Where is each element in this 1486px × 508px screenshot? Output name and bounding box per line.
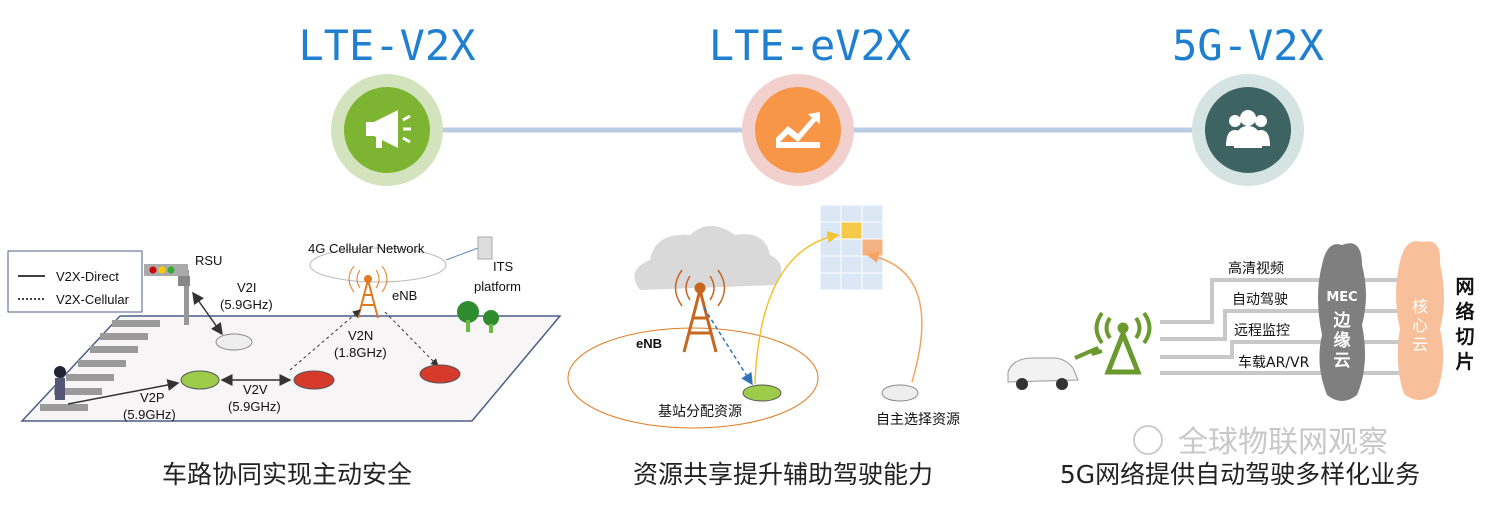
slicing-char: 片 <box>1455 350 1474 373</box>
v2v-freq: (5.9GHz) <box>228 399 281 414</box>
resource-block <box>819 255 842 274</box>
v2v-label: V2V <box>243 382 268 397</box>
stage-circle-lte-v2x <box>331 74 443 186</box>
edge-cloud-char: 云 <box>1334 351 1351 371</box>
stage-circle-lte-ev2x <box>742 74 854 186</box>
watermark-text: 全球物联网观察 <box>1178 425 1388 460</box>
resource-block <box>840 221 863 240</box>
enb-label-2: eNB <box>636 336 662 351</box>
users-icon <box>1226 110 1270 148</box>
service-autonomous-driving: 自动驾驶 <box>1232 292 1288 308</box>
v2i-label: V2I <box>237 280 257 295</box>
enb-tower-icon <box>348 265 388 319</box>
v2p-label: V2P <box>140 390 165 405</box>
edge-cloud-char: 缘 <box>1334 330 1351 351</box>
resource-grid <box>819 204 884 291</box>
service-ar-vr: 车载AR/VR <box>1238 354 1310 371</box>
slicing-char: 网 <box>1455 276 1474 298</box>
caption-5g-v2x: 5G网络提供自动驾驶多样化业务 <box>1060 460 1420 489</box>
core-cloud <box>1396 241 1444 400</box>
legend-cellular: V2X-Cellular <box>56 292 130 307</box>
car-white-5g <box>1007 357 1079 390</box>
service-hd-video: 高清视频 <box>1228 260 1284 277</box>
megaphone-icon <box>366 110 411 148</box>
enb-tower-icon <box>674 269 726 353</box>
lte-ev2x-scene: eNB 基站分配资源 自主选择资源 <box>567 204 960 429</box>
car-white <box>215 333 253 351</box>
lightning-icon <box>1074 346 1103 360</box>
lte-v2x-scene: V2X-Direct V2X-Cellular RSU 4G Cellular … <box>7 236 562 422</box>
car-white-ev2x <box>881 384 919 402</box>
stage-circle-5g-v2x <box>1192 74 1304 186</box>
car-red-2 <box>419 364 461 384</box>
mec-edge-cloud <box>1318 243 1366 401</box>
caption-lte-v2x: 车路协同实现主动安全 <box>162 460 412 489</box>
cloud <box>634 226 782 290</box>
resource-block <box>819 272 842 291</box>
legend-box <box>7 250 143 313</box>
slicing-char: 切 <box>1455 326 1474 348</box>
self-select-label: 自主选择资源 <box>876 412 960 428</box>
tree-icon <box>457 301 499 333</box>
stage-title-lte-v2x: LTE-V2X <box>298 21 475 70</box>
wechat-icon <box>1133 425 1163 455</box>
5g-tower-icon <box>1094 311 1152 375</box>
v2n-label: V2N <box>348 328 373 343</box>
resource-block <box>819 204 842 223</box>
v2n-freq: (1.8GHz) <box>334 345 387 360</box>
v2p-freq: (5.9GHz) <box>123 407 176 422</box>
cellular-network-cloud <box>309 247 447 283</box>
chart-growth-icon <box>776 112 820 148</box>
resource-block <box>861 272 884 291</box>
resource-block <box>840 238 863 257</box>
resource-block <box>840 255 863 274</box>
stage-title-lte-ev2x: LTE-eV2X <box>709 21 911 70</box>
legend-direct: V2X-Direct <box>56 269 119 284</box>
resource-block <box>861 238 884 257</box>
service-remote-monitoring: 远程监控 <box>1234 323 1290 339</box>
rsu-label: RSU <box>195 253 222 268</box>
core-cloud-char: 云 <box>1412 335 1428 354</box>
coverage-ellipse <box>567 327 819 429</box>
resource-block <box>819 238 842 257</box>
resource-block <box>840 272 863 291</box>
watermark: 全球物联网观察 <box>1133 425 1388 460</box>
caption-lte-ev2x: 资源共享提升辅助驾驶能力 <box>633 460 933 489</box>
mec-label: MEC <box>1326 290 1357 305</box>
resource-block <box>840 204 863 223</box>
edge-cloud-char: 边 <box>1333 311 1352 331</box>
pedestrian-icon <box>54 366 66 400</box>
network-label: 4G Cellular Network <box>308 241 425 256</box>
car-green <box>180 370 220 390</box>
v2i-freq: (5.9GHz) <box>220 297 273 312</box>
core-cloud-char: 心 <box>1412 316 1428 335</box>
resource-block <box>861 221 884 240</box>
car-green-ev2x <box>742 384 782 402</box>
resource-block <box>861 204 884 223</box>
5g-v2x-scene: 高清视频 自动驾驶 远程监控 车载AR/VR MEC 边 缘 云 核 心 云 网… <box>1007 241 1475 401</box>
its-label-1: ITS <box>493 259 514 274</box>
crosswalk <box>40 320 160 411</box>
base-alloc-label: 基站分配资源 <box>658 403 742 420</box>
car-red-1 <box>293 370 335 390</box>
its-label-2: platform <box>474 279 521 294</box>
stage-title-5g-v2x: 5G-V2X <box>1172 21 1324 70</box>
rsu-traffic-light-icon <box>144 264 190 325</box>
server-icon <box>477 236 493 260</box>
core-cloud-char: 核 <box>1412 297 1428 316</box>
enb-label: eNB <box>392 288 417 303</box>
slicing-char: 络 <box>1455 300 1474 323</box>
